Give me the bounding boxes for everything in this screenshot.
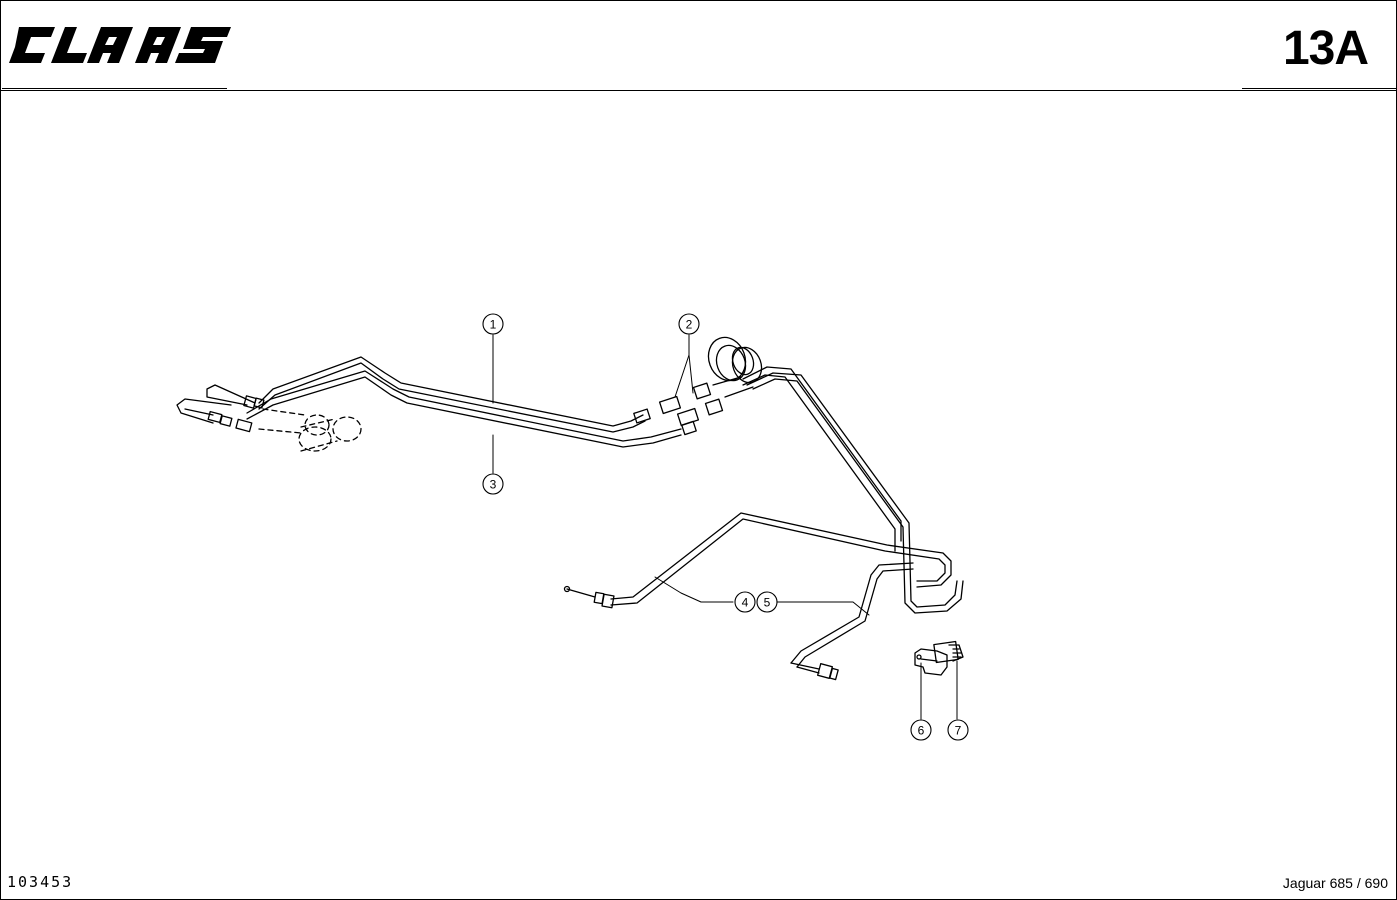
callout-label-5: 5 [764, 596, 771, 610]
callout-circles [482, 313, 969, 741]
line-part-5 [790, 562, 914, 681]
page-header: 13A [1, 1, 1396, 93]
callout-circle-7 [947, 719, 969, 741]
line-part-1 [206, 356, 646, 433]
model-label: Jaguar 685 / 690 [1282, 875, 1388, 891]
callout-circle-4 [734, 591, 756, 613]
callout-label-4: 4 [742, 596, 749, 610]
middle-fittings [633, 376, 754, 436]
logo-underline [2, 88, 227, 89]
drawing-number: 103453 [7, 873, 74, 891]
descending-tubes [742, 366, 964, 614]
callout-circle-2 [678, 313, 700, 335]
clamp-part-6 [914, 648, 948, 676]
page-code-underline [1242, 88, 1396, 89]
callout-label-6: 6 [918, 724, 925, 738]
callout-circle-1 [482, 313, 504, 335]
header-rule [1, 90, 1396, 91]
tube-coils [707, 336, 763, 384]
callout-circle-3 [482, 473, 504, 495]
callout-circle-5 [756, 591, 778, 613]
page-code: 13A [1282, 22, 1369, 75]
brand-logo [9, 27, 231, 63]
dashed-cylinder-outline [258, 408, 362, 452]
callout-label-2: 2 [686, 318, 693, 332]
clamp-part-7 [933, 640, 964, 664]
callout-label-7: 7 [955, 724, 962, 738]
callout-label-3: 3 [490, 478, 497, 492]
line-part-4 [563, 512, 952, 609]
line-part-3 [176, 370, 682, 448]
left-fittings [207, 395, 265, 433]
callout-label-1: 1 [490, 318, 497, 332]
leader-lines [492, 334, 958, 720]
callout-circle-6 [910, 719, 932, 741]
